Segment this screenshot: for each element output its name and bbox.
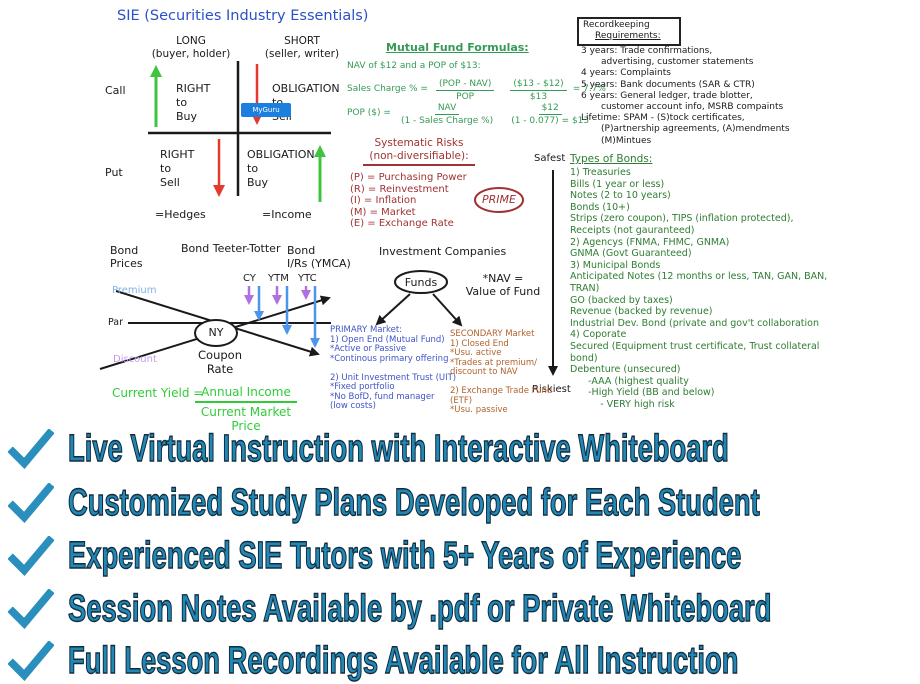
hedges-label: =Hedges <box>155 208 206 221</box>
fraction-denominator: (1 - Sales Charge %) <box>400 116 494 126</box>
fraction-numerator: ($13 - $12) <box>510 79 567 91</box>
pop-formula: POP ($) = NAV (1 - Sales Charge %) $12 (… <box>347 103 589 126</box>
riskiest-label: Riskiest <box>532 384 571 395</box>
types-of-bonds-heading: Types of Bonds: <box>570 153 653 165</box>
page-title: SIE (Securities Industry Essentials) <box>117 8 369 24</box>
sales-charge-fraction-symbolic: (POP - NAV) POP <box>435 79 495 102</box>
current-yield-label: Current Yield = <box>112 386 204 400</box>
feature-text: Experienced SIE Tutors with 5+ Years of … <box>67 534 742 577</box>
bond-prices-label: Bond Prices <box>110 244 143 271</box>
myguru-watermark-badge: MyGuru <box>241 103 291 117</box>
primary-market-block: PRIMARY Market: 1) Open End (Mutual Fund… <box>330 325 457 411</box>
pop-fraction-symbolic: NAV (1 - Sales Charge %) <box>401 103 493 126</box>
check-icon <box>8 483 54 523</box>
ytm-label: YTM <box>268 273 289 284</box>
feature-row: Experienced SIE Tutors with 5+ Years of … <box>0 533 920 579</box>
bond-interest-rates-label: Bond I/Rs (YMCA) <box>287 244 351 271</box>
feature-text: Customized Study Plans Developed for Eac… <box>67 481 760 524</box>
secondary-market-block: SECONDARY Market 1) Closed End *Usu. act… <box>450 329 553 415</box>
sales-charge-formula: Sales Charge % = (POP - NAV) POP ($13 - … <box>347 79 606 102</box>
safest-label: Safest <box>534 153 566 164</box>
income-label: =Income <box>262 208 312 221</box>
funds-to-primary-arrow <box>375 293 411 326</box>
ytc-label: YTC <box>298 273 317 284</box>
current-yield-numerator: Annual Income <box>195 385 297 403</box>
sales-charge-label: Sales Charge % = <box>347 84 428 94</box>
current-yield-denominator: Current Market Price <box>200 405 292 433</box>
funds-label: Funds <box>404 276 438 289</box>
coupon-rate-label: Coupon Rate <box>198 348 242 376</box>
recordkeeping-heading-line1: Recordkeeping <box>583 20 650 30</box>
fraction-denominator: POP <box>456 92 475 102</box>
systematic-risks-list: (P) = Purchasing Power (R) = Reinvestmen… <box>350 172 467 229</box>
check-icon <box>8 429 54 469</box>
recordkeeping-heading-box: Recordkeeping Requirements: <box>577 17 681 46</box>
systematic-risks-heading: Systematic Risks (non-diversifiable): <box>363 137 475 167</box>
teeter-descending-line <box>115 290 320 357</box>
long-column-header: LONG (buyer, holder) <box>151 35 231 60</box>
teeter-title: Bond Teeter-Totter <box>181 242 281 255</box>
current-yield-fraction: Annual Income Current Market Price <box>195 385 297 433</box>
feature-text: Full Lesson Recordings Available for All… <box>67 639 739 682</box>
pop-fraction-numeric: $12 (1 - 0.077) = $13 <box>511 103 589 126</box>
short-column-header: SHORT (seller, writer) <box>264 35 340 60</box>
feature-row: Live Virtual Instruction with Interactiv… <box>0 426 920 472</box>
put-short-cell: OBLIGATION to Buy <box>247 148 315 189</box>
call-row-label: Call <box>105 84 126 97</box>
sales-charge-result: = 7.7% <box>572 84 606 94</box>
ny-pivot-label: NY <box>208 326 224 339</box>
discount-label: Discount <box>113 354 157 365</box>
cy-label: CY <box>243 273 256 284</box>
fraction-denominator: (1 - 0.077) = $13 <box>511 116 590 126</box>
check-icon <box>8 589 54 629</box>
whiteboard-section: SIE (Securities Industry Essentials) LON… <box>99 8 828 433</box>
recordkeeping-heading-line2: Requirements: <box>595 31 661 41</box>
types-of-bonds-list: 1) Treasuries Bills (1 year or less) Not… <box>570 167 828 410</box>
fraction-numerator: (POP - NAV) <box>435 79 495 91</box>
feature-row: Customized Study Plans Developed for Eac… <box>0 480 920 526</box>
check-icon <box>8 641 54 681</box>
funds-to-secondary-arrow <box>432 293 463 327</box>
check-icon <box>8 536 54 576</box>
recordkeeping-list: 3 years: Trade confirmations, advertisin… <box>581 46 790 146</box>
fraction-numerator: NAV <box>434 103 460 115</box>
call-long-cell: RIGHT to Buy <box>176 82 211 123</box>
mutual-fund-heading: Mutual Fund Formulas: <box>386 41 529 54</box>
sales-charge-fraction-numeric: ($13 - $12) $13 <box>510 79 567 102</box>
mutual-fund-intro: NAV of $12 and a POP of $13: <box>347 61 481 71</box>
nav-note: *NAV = Value of Fund <box>465 272 541 299</box>
par-label: Par <box>108 317 124 328</box>
premium-label: Premium <box>112 285 157 296</box>
prime-mnemonic: PRIME <box>482 193 516 206</box>
feature-row: Full Lesson Recordings Available for All… <box>0 638 920 684</box>
feature-text: Live Virtual Instruction with Interactiv… <box>67 427 729 470</box>
feature-text: Session Notes Available by .pdf or Priva… <box>67 587 772 630</box>
feature-row: Session Notes Available by .pdf or Priva… <box>0 586 920 632</box>
fraction-denominator: $13 <box>529 92 548 102</box>
features-list: Live Virtual Instruction with Interactiv… <box>0 420 920 682</box>
investment-companies-title: Investment Companies <box>379 245 507 258</box>
put-long-cell: RIGHT to Sell <box>160 148 195 189</box>
pop-label: POP ($) = <box>347 108 391 118</box>
put-row-label: Put <box>105 166 123 179</box>
fraction-numerator: $12 <box>538 103 562 115</box>
